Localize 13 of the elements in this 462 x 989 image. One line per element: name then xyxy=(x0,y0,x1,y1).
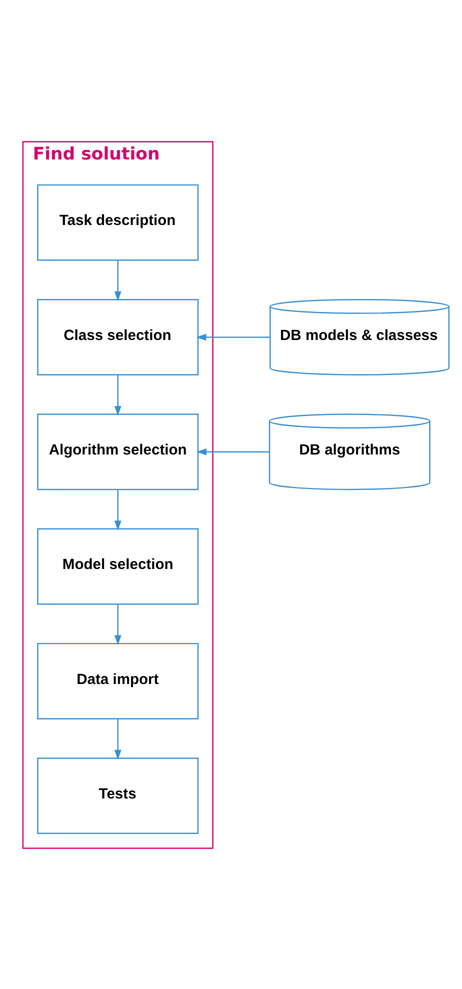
node-box: Data import xyxy=(37,642,199,719)
node-box: Tests xyxy=(37,757,199,834)
arrow xyxy=(114,260,122,301)
node-box: Class selection xyxy=(37,298,199,375)
node-box: Model selection xyxy=(37,528,199,604)
arrow xyxy=(114,374,122,416)
arrow xyxy=(114,489,122,530)
node-box: Task description xyxy=(37,184,199,260)
arrow xyxy=(114,604,122,645)
node-box: Algorithm selection xyxy=(37,413,199,490)
arrow xyxy=(196,448,270,455)
arrow xyxy=(114,718,122,760)
arrow xyxy=(196,333,270,340)
